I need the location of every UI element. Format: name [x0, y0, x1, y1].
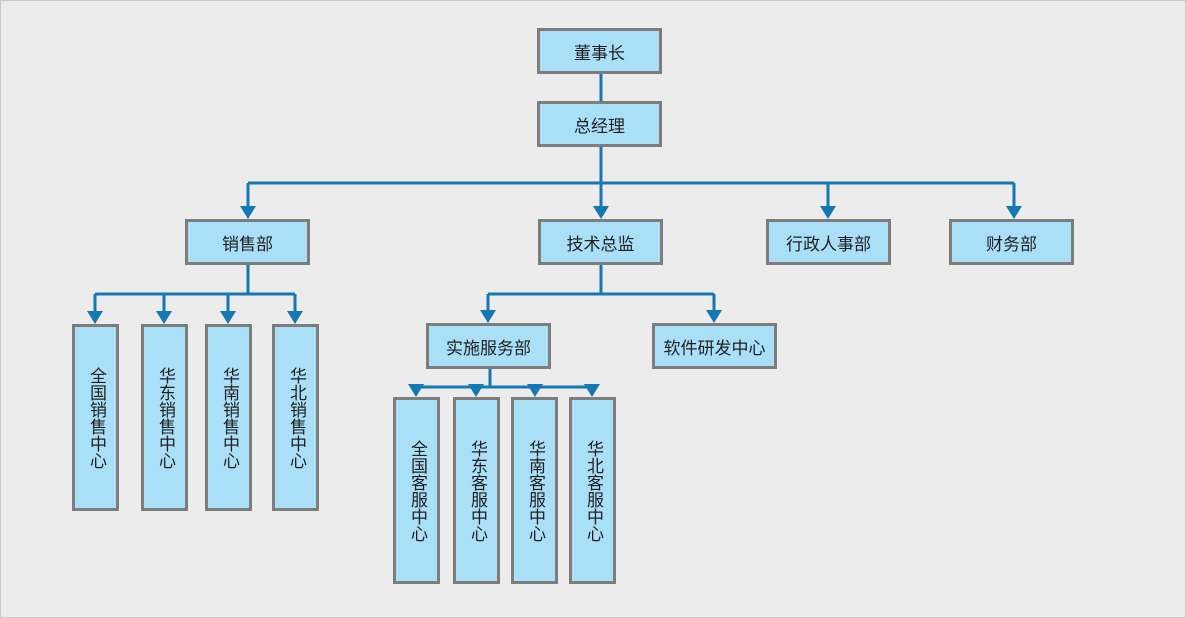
- arrowhead-cs-all: [408, 384, 424, 397]
- node-sales-south: 华南销售中心: [205, 324, 252, 511]
- node-general-manager-label: 总经理: [574, 116, 625, 137]
- arrowhead-sales-north: [287, 311, 303, 324]
- arrowhead-rd: [706, 310, 722, 323]
- node-cs-national-label: 全国客服中心: [407, 439, 427, 542]
- node-sales-north: 华北销售中心: [272, 324, 319, 511]
- arrowhead-sales-all: [87, 311, 103, 324]
- arrowhead-impl: [480, 310, 496, 323]
- node-sales-dept: 销售部: [185, 219, 310, 265]
- node-sales-north-label: 华北销售中心: [286, 366, 306, 469]
- node-cs-east-label: 华东客服中心: [467, 439, 487, 542]
- node-cs-east: 华东客服中心: [453, 397, 500, 584]
- arrowhead-cs-north: [584, 384, 600, 397]
- node-software-rd-center-label: 软件研发中心: [663, 338, 766, 359]
- node-cs-north-label: 华北客服中心: [583, 439, 603, 542]
- arrowhead-finance: [1006, 206, 1022, 219]
- node-cs-south: 华南客服中心: [511, 397, 558, 584]
- arrowhead-sales: [240, 206, 256, 219]
- node-chairman: 董事长: [537, 28, 662, 74]
- arrowhead-sales-south: [220, 311, 236, 324]
- node-admin-hr-dept-label: 行政人事部: [786, 234, 871, 255]
- node-sales-dept-label: 销售部: [222, 234, 273, 255]
- node-general-manager: 总经理: [537, 101, 662, 147]
- arrowhead-admin: [820, 206, 836, 219]
- node-cs-north: 华北客服中心: [569, 397, 616, 584]
- node-software-rd-center: 软件研发中心: [652, 323, 777, 369]
- node-tech-director-label: 技术总监: [566, 234, 635, 255]
- node-implementation-service-dept-label: 实施服务部: [446, 338, 531, 359]
- node-finance-dept: 财务部: [949, 219, 1074, 265]
- arrowheads: [87, 206, 1022, 397]
- node-finance-dept-label: 财务部: [986, 234, 1037, 255]
- node-sales-national: 全国销售中心: [72, 324, 119, 511]
- node-implementation-service-dept: 实施服务部: [426, 323, 551, 369]
- arrowhead-cs-east: [468, 384, 484, 397]
- node-sales-south-label: 华南销售中心: [219, 366, 239, 469]
- arrowhead-cto: [593, 206, 609, 219]
- arrowhead-sales-east: [156, 311, 172, 324]
- node-admin-hr-dept: 行政人事部: [766, 219, 891, 265]
- node-cs-national: 全国客服中心: [393, 397, 440, 584]
- node-sales-national-label: 全国销售中心: [86, 366, 106, 469]
- node-chairman-label: 董事长: [574, 43, 625, 64]
- arrowhead-cs-south: [527, 384, 543, 397]
- node-sales-east-label: 华东销售中心: [155, 366, 175, 469]
- connector-paths: [93, 74, 1016, 389]
- node-tech-director: 技术总监: [538, 219, 663, 265]
- node-cs-south-label: 华南客服中心: [525, 439, 545, 542]
- node-sales-east: 华东销售中心: [141, 324, 188, 511]
